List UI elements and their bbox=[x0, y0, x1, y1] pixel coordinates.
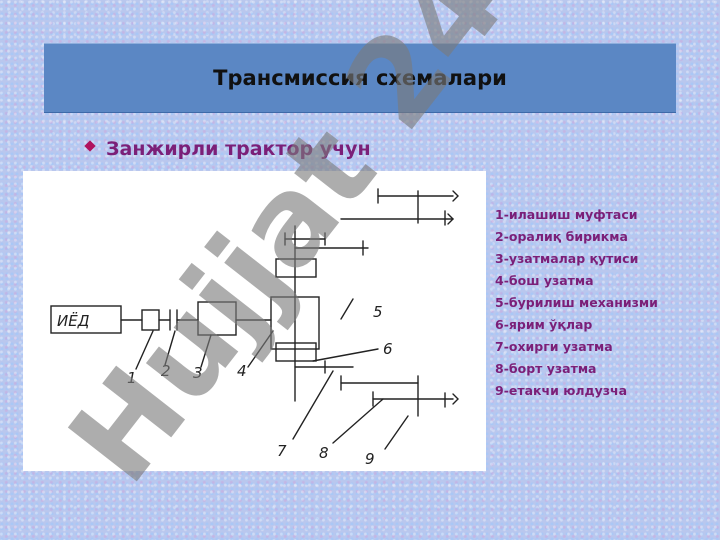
clutch-box bbox=[141, 309, 160, 331]
bullet-item: Занжирли трактор учун bbox=[84, 138, 371, 160]
callout-1: 1 bbox=[127, 369, 137, 387]
gearbox-box bbox=[197, 301, 237, 336]
diamond-bullet-icon bbox=[84, 140, 96, 152]
callout-6: 6 bbox=[383, 340, 393, 358]
callout-4: 4 bbox=[237, 362, 247, 380]
callout-9: 9 bbox=[365, 450, 375, 468]
lower-brake-box bbox=[275, 342, 317, 362]
legend-item-6: 6-ярим ўқлар bbox=[495, 317, 593, 332]
callout-7: 7 bbox=[277, 442, 287, 460]
engine-label: ИЁД bbox=[57, 311, 90, 330]
legend-item-9: 9-етакчи юлдузча bbox=[495, 383, 628, 398]
legend-item-3: 3-узатмалар қутиси bbox=[495, 251, 639, 266]
legend-item-7: 7-охирги узатма bbox=[495, 339, 613, 354]
upper-brake-box bbox=[275, 258, 317, 278]
diagram-drawing: ИЁД 1 2 3 4 5 6 7 8 9 bbox=[50, 188, 459, 468]
callout-5: 5 bbox=[373, 303, 383, 321]
callout-3: 3 bbox=[193, 364, 203, 382]
bullet-text: Занжирли трактор учун bbox=[106, 138, 371, 160]
legend-item-1: 1-илашиш муфтаси bbox=[495, 207, 638, 222]
callout-2: 2 bbox=[161, 362, 171, 380]
legend-item-8: 8-борт узатма bbox=[495, 361, 597, 376]
transmission-diagram: ИЁД 1 2 3 4 5 6 7 8 9 bbox=[23, 171, 486, 471]
callout-8: 8 bbox=[319, 444, 329, 462]
legend-item-5: 5-бурилиш механизми bbox=[495, 295, 658, 310]
legend-list: 1-илашиш муфтаси 2-оралиқ бирикма 3-узат… bbox=[495, 204, 658, 402]
slide-title: Трансмиссия схемалари bbox=[213, 66, 507, 90]
legend-item-4: 4-бош узатма bbox=[495, 273, 594, 288]
title-bar: Трансмиссия схемалари bbox=[44, 43, 676, 113]
legend-item-2: 2-оралиқ бирикма bbox=[495, 229, 628, 244]
